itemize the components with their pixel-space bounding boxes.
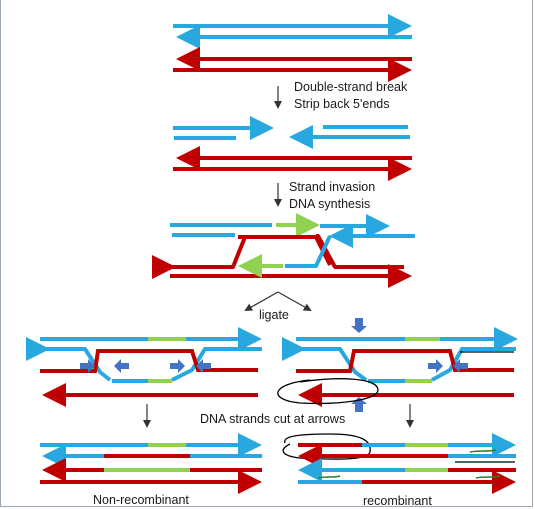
step2-label-line2: DNA synthesis [289,197,371,211]
step1-label-line1: Double-strand break [294,80,408,94]
non-recombinant-products [40,433,262,494]
cut-arrow-icon [80,359,211,373]
fork-arrow-icon [244,291,312,311]
stage4-right-junction [282,327,518,407]
pen-annotation-icon [277,351,514,460]
stage2-break [173,116,412,181]
step2-label-line1: Strand invasion [289,180,376,194]
stage3-invasion [152,213,415,288]
ligate-label: ligate [259,308,289,322]
non-recombinant-label: Non-recombinant [93,493,189,507]
recombinant-products [298,433,516,494]
step1-label-line2: Strip back 5'ends [294,97,390,111]
cut-label: DNA strands cut at arrows [200,412,346,426]
recombinant-label: recombinant [363,494,432,508]
stage4-left-junction [26,327,262,407]
stage1-duplexes [173,14,412,82]
pen-annotation-icon [317,449,501,479]
